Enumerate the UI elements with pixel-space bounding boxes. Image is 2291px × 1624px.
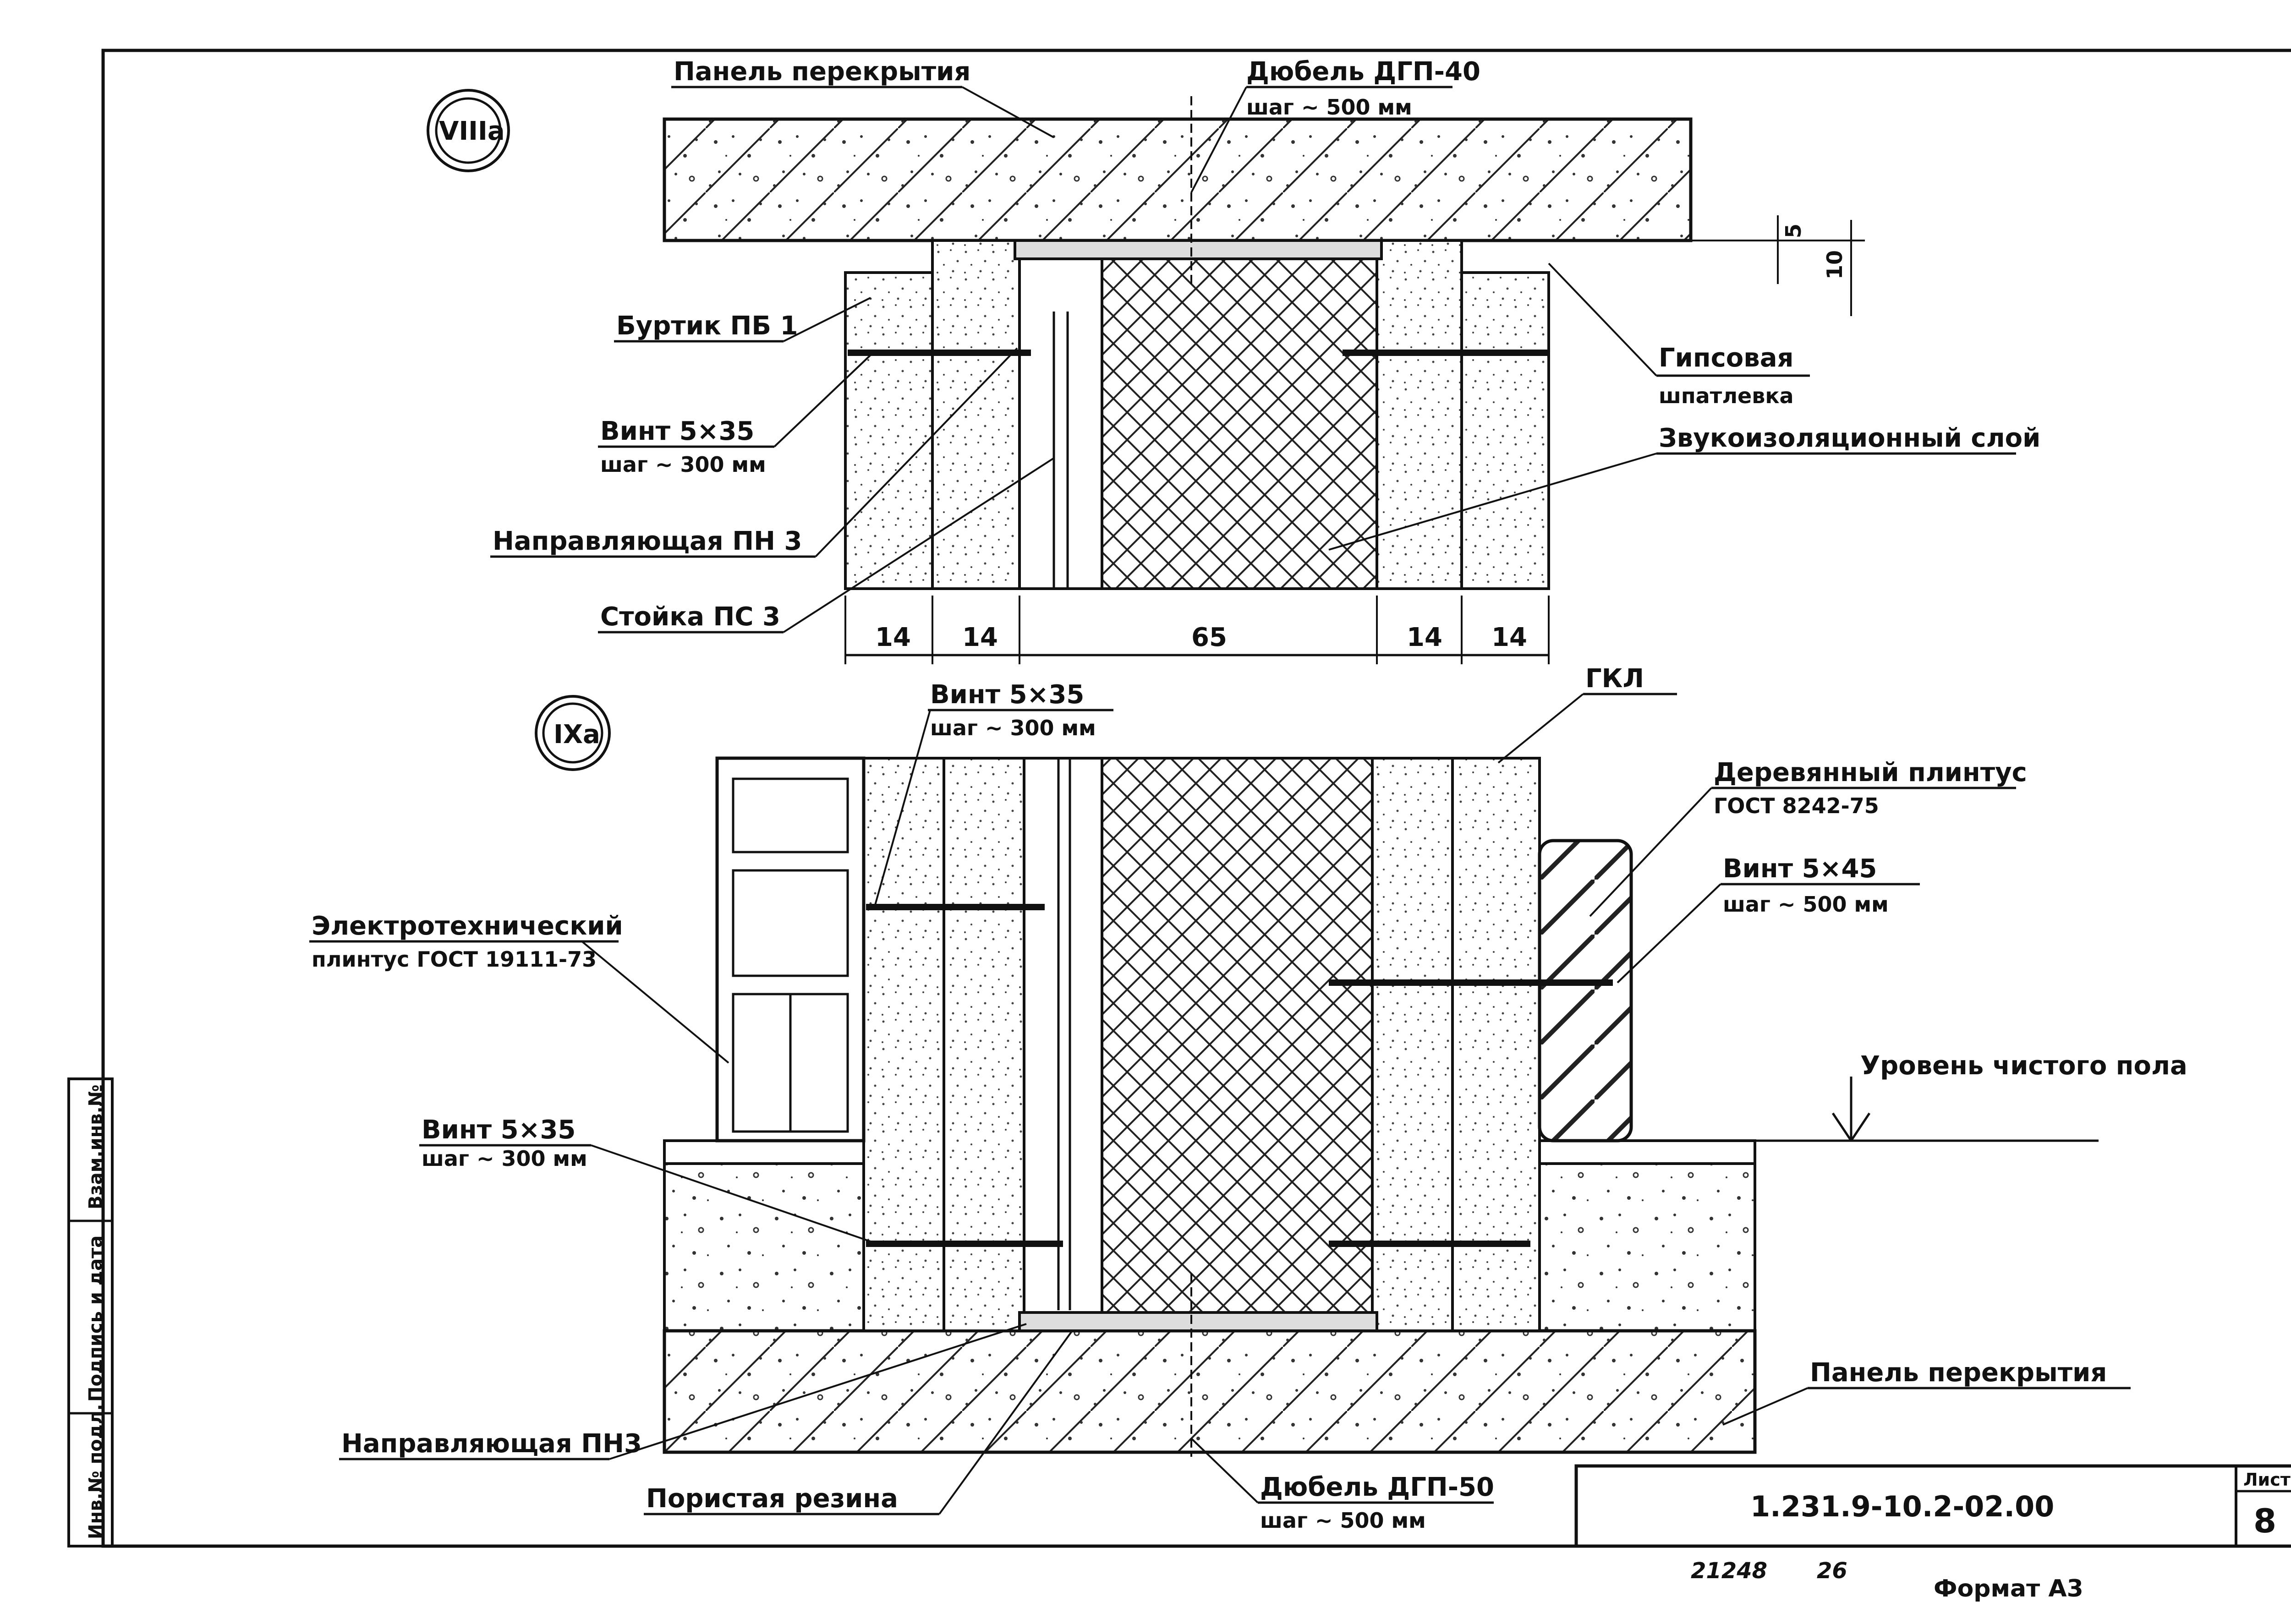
gkl-layer (844, 271, 934, 590)
label-dowel-lower: Дюбель ДГП-50 (1260, 1472, 1494, 1502)
svg-text:IXa: IXa (554, 720, 600, 749)
label-vint45: Винт 5×45 (1723, 854, 1877, 884)
dim-14: 14 (875, 623, 911, 652)
title-block: 1.231.9-10.2-02.00 Лист 8 21248 26 Форма… (1574, 1464, 2291, 1602)
floor-finish (1538, 1139, 1756, 1165)
floor-finish (663, 1139, 865, 1165)
svg-text:5: 5 (1781, 224, 1806, 238)
label-vint-bottom-step: шаг ~ 300 мм (422, 1146, 587, 1171)
gap-dimension: 5 10 (1691, 215, 1865, 316)
label-elec-plinth: Электротехнический (312, 911, 623, 941)
floor-screed (1538, 1162, 1756, 1332)
gkl-layer (1371, 757, 1454, 1332)
wood-plinth (1538, 839, 1633, 1143)
label-wood-plinth: Деревянный плинтус (1714, 758, 2027, 787)
label-sound-layer: Звукоизоляционный слой (1659, 423, 2040, 453)
dim-65: 65 (1191, 623, 1227, 652)
label-vint-top: Винт 5×35 (930, 680, 1084, 710)
gkl-layer (931, 239, 1021, 590)
archive-number: 21248 (1691, 1558, 1767, 1584)
label-vint45-step: шаг ~ 500 мм (1723, 892, 1889, 917)
label-panel: Панель перекрытия (674, 57, 970, 87)
dim-14: 14 (962, 623, 998, 652)
node-marker-ixa: IXa (535, 695, 611, 771)
label-vint-top-step: шаг ~ 300 мм (930, 716, 1096, 740)
guide-profile (1018, 1311, 1378, 1332)
node-marker-viiia: VIIIa (427, 89, 510, 172)
sheet-label: Лист (2243, 1470, 2291, 1490)
label-vint-bottom: Винт 5×35 (422, 1115, 575, 1145)
label-burtik: Буртик ПБ 1 (616, 311, 798, 341)
stud-cavity (1018, 239, 1103, 590)
label-guide-lower: Направляющая ПН3 (341, 1429, 642, 1459)
node-viiia: VIIIa 14 14 65 14 14 (427, 57, 2040, 664)
sheet-format: Формат А3 (1934, 1575, 2083, 1602)
label-vint: Винт 5×35 (600, 416, 754, 446)
stamp-podpis-data: Подпись и дата (85, 1236, 106, 1402)
svg-text:VIIIa: VIIIa (439, 116, 505, 146)
gkl-layer (1451, 757, 1541, 1332)
stamp-inv-podl: Инв.№ подл. (85, 1404, 106, 1539)
ceiling-panel-upper (663, 117, 1693, 242)
doc-code: 1.231.9-10.2-02.00 (1750, 1490, 2054, 1523)
dim-14: 14 (1407, 623, 1442, 652)
floor-panel-lower (663, 1329, 1757, 1454)
svg-text:10: 10 (1822, 250, 1847, 279)
label-dowel-lower-step: шаг ~ 500 мм (1260, 1508, 1426, 1533)
dim-14: 14 (1491, 623, 1527, 652)
label-floor-level: Уровень чистого пола (1860, 1051, 2187, 1081)
gkl-layer (1376, 239, 1463, 590)
sheet-frame (101, 49, 2291, 1548)
label-wood-plinth-gost: ГОСТ 8242-75 (1714, 793, 1879, 818)
stud-cavity (1023, 757, 1103, 1332)
label-dowel-step: шаг ~ 500 мм (1246, 95, 1412, 120)
gkl-layer (1460, 271, 1550, 590)
label-plaster2: шпатлевка (1659, 383, 1794, 408)
label-rubber: Пористая резина (646, 1484, 898, 1514)
label-plaster: Гипсовая (1659, 343, 1793, 373)
electrical-plinth (715, 756, 866, 1143)
label-gkl: ГКЛ (1585, 664, 1644, 694)
label-elec-plinth2: плинтус ГОСТ 19111-73 (312, 947, 597, 972)
guide-profile (1014, 239, 1383, 260)
label-vint-step: шаг ~ 300 мм (600, 452, 766, 477)
label-panel-lower: Панель перекрытия (1810, 1358, 2107, 1388)
dimension-line-upper: 14 14 65 14 14 (844, 596, 1550, 664)
floor-level-marker (1755, 1077, 2099, 1142)
label-stand: Стойка ПС 3 (600, 602, 780, 632)
gkl-layer (943, 757, 1025, 1332)
node-ixa: IXa (309, 664, 2187, 1533)
sheet-number: 8 (2253, 1502, 2276, 1540)
label-dowel: Дюбель ДГП-40 (1246, 57, 1480, 87)
side-stamp: Инв.№ подл. Подпись и дата Взам.инв.№ (67, 1077, 114, 1547)
floor-screed (663, 1162, 865, 1332)
sound-insulation (1101, 757, 1374, 1314)
label-guide: Направляющая ПН 3 (493, 526, 802, 556)
archive-copy: 26 (1817, 1558, 1847, 1584)
sound-insulation (1101, 255, 1378, 590)
stamp-vzam-inv: Взам.инв.№ (85, 1084, 106, 1209)
